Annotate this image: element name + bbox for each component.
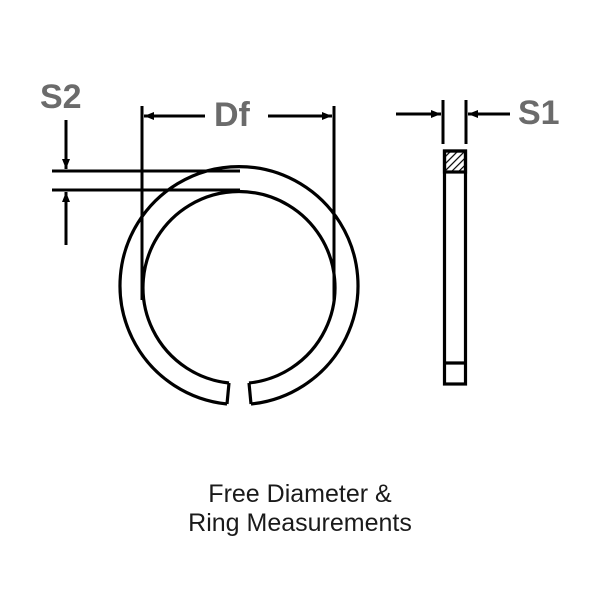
- s2-dimension: [52, 120, 240, 245]
- split-ring: [118, 165, 360, 406]
- caption-line-2: Ring Measurements: [188, 509, 412, 537]
- s1-dimension: [396, 100, 510, 144]
- ring-gap-right-end: [247, 382, 253, 405]
- s1-label: S1: [518, 94, 560, 132]
- df-dimension: [140, 106, 336, 300]
- ring-side-view: [442, 149, 468, 386]
- side-hatched-section: [442, 149, 468, 174]
- df-label: Df: [214, 96, 250, 134]
- caption-line-1: Free Diameter &: [208, 480, 392, 508]
- side-body: [442, 149, 468, 386]
- ring-gap-left-end: [225, 382, 231, 405]
- s2-label: S2: [40, 78, 82, 116]
- ring-inner-arc: [141, 189, 337, 385]
- ring-outer-arc: [118, 165, 360, 406]
